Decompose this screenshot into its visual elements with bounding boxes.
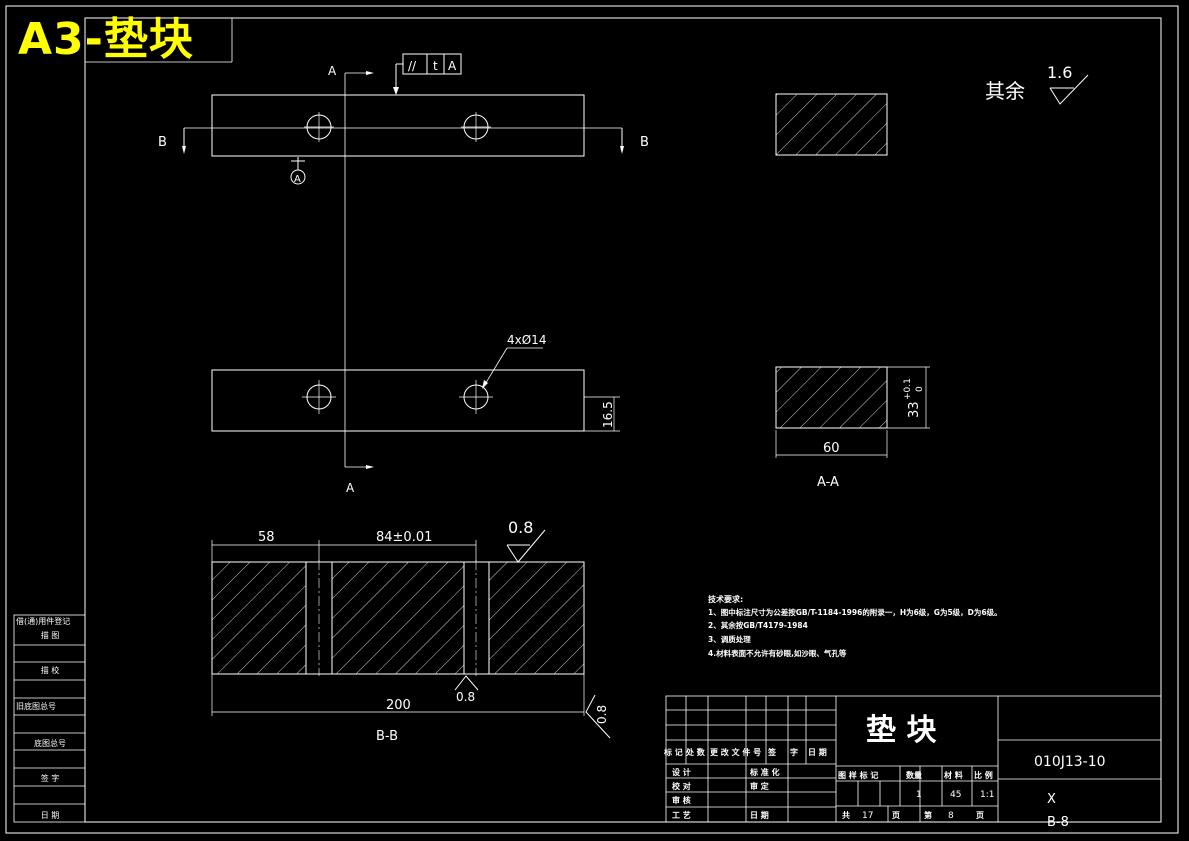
section-mark-a-bottom: A [346,481,355,495]
page-word-2: 页 [976,811,984,820]
dim-bb-200: 200 [386,698,411,713]
roughness-bb-top: 0.8 [508,518,533,537]
sheet-label: 第 [924,810,932,820]
roughness-bb-bottom: 0.8 [456,690,475,704]
view-label-aa: A-A [817,475,839,490]
outer-border [5,5,1179,834]
datum-a-label: A [294,174,301,185]
total-pages: 17 [862,811,873,821]
tech-note-4: 4.材料表面不允许有砂眼,如沙眼、气孔等 [708,648,847,658]
role-date: 日 期 [750,810,769,820]
roughness-other-label: 其余 [985,79,1025,103]
dim-aa-width: 60 [823,441,840,456]
aa-section-top [775,93,888,156]
scale-h-scale: 比 例 [974,770,993,780]
rev-h-mark: 标 记 [663,747,683,757]
dim-aa-height: 33 [907,401,922,418]
rev-h-count: 处 数 [685,747,706,757]
tolerance-symbol: // [408,59,417,73]
section-mark-a-top: A [328,64,337,78]
tech-note-2: 2、其余按GB/T4179-1984 [708,620,808,630]
code-x: X [1047,792,1056,807]
dim-bb-84: 84±0.01 [376,530,432,545]
role-review: 审 核 [672,795,691,805]
bb-section-view [211,529,611,739]
dim-height-small: 16.5 [601,401,615,428]
drawing-title-badge: A3-垫块 [18,14,194,65]
scale-value: 1:1 [980,790,994,800]
section-mark-b-right: B [640,135,649,150]
rev-h-sign2: 字 [790,747,798,757]
code-b8: B-8 [1047,815,1069,830]
part-name: 垫 块 [866,713,936,748]
role-process: 工 艺 [672,810,691,820]
page-word-1: 页 [892,811,900,820]
scale-h-qty: 数量 [906,770,922,780]
scale-h-material: 材 料 [944,770,963,780]
aa-section-view [775,366,930,458]
tolerance-datum: A [448,59,457,73]
side-label-date: 日 期 [40,811,60,820]
roughness-symbol-icon [1049,74,1089,105]
role-design: 设 计 [672,767,691,777]
title-block [665,695,1162,823]
dim-aa-tol-upper: +0.1 [903,378,913,400]
rev-h-doc: 更 改 文 件 号 [710,747,761,757]
view-label-bb: B-B [376,729,398,744]
material-value: 45 [950,790,961,800]
tech-note-1: 1、图中标注尺寸为公差按GB/T-1184-1996的附录一，H为6级，G为5级… [708,607,1002,617]
hole-callout: 4xØ14 [507,333,546,347]
rev-h-date: 日 期 [808,747,827,757]
qty-value: 1 [916,790,922,800]
side-label-trace-check: 描 校 [40,666,60,675]
side-label-trace: 描 图 [40,631,60,640]
section-mark-b-left: B [158,135,167,150]
inner-border [84,17,1162,823]
tolerance-frame [393,53,462,95]
tolerance-value: t [433,59,438,73]
role-approve: 审 定 [750,781,769,791]
sheet-number: 8 [948,811,954,821]
side-label-sign: 签 字 [40,774,60,783]
total-label: 共 [842,810,850,820]
roughness-bb-side: 0.8 [595,705,609,724]
tech-notes-title: 技术要求: [708,594,743,604]
side-label-register: 借(通)用件登记 [16,617,71,626]
front-view [211,347,620,432]
dim-aa-tol-lower: 0 [915,386,925,392]
drawing-number: 010J13-10 [1034,754,1106,770]
side-label-old-no: 旧底图总号 [16,702,56,711]
dim-bb-58: 58 [258,530,275,545]
rev-h-sign: 签 [767,747,777,757]
role-standard: 标 准 化 [749,767,780,777]
side-registration-block [13,614,86,823]
role-check: 校 对 [672,781,691,791]
section-line-a [344,72,370,468]
tech-note-3: 3、调质处理 [708,634,751,644]
side-label-base-no: 底图总号 [34,739,66,748]
top-view [182,94,624,185]
roughness-other-value: 1.6 [1047,63,1072,82]
scale-h-mark: 图 样 标 记 [838,770,878,780]
